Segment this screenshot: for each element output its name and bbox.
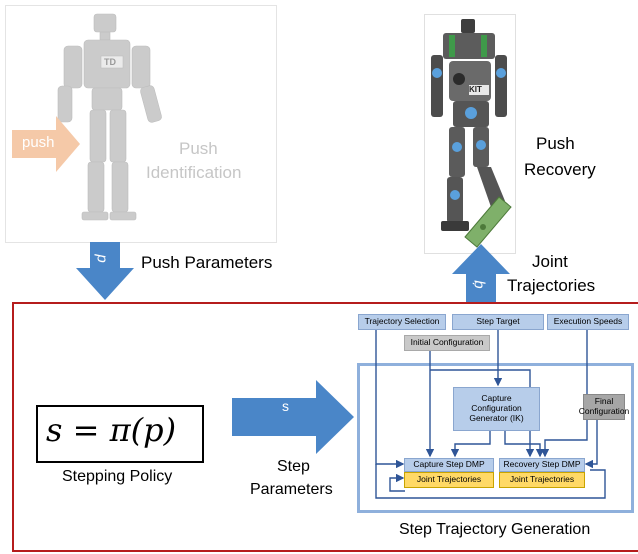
step-trajectory-generation-title: Step Trajectory Generation [399, 521, 591, 538]
step-parameters-label-line2: Parameters [250, 481, 333, 498]
push-identification-panel: TD push Push Identification [5, 5, 277, 243]
step-parameters-label-line1: Step [277, 458, 310, 475]
push-label: push [22, 134, 55, 151]
joint-trajectories-arrow [452, 244, 510, 304]
capture-generator-line1: Capture [481, 393, 512, 404]
push-identification-title-line2: Identification [146, 163, 242, 182]
push-recovery-title-line1: Push [536, 134, 575, 153]
push-parameters-label: Push Parameters [141, 253, 273, 272]
capture-generator-line2: Configuration [471, 403, 522, 414]
initial-configuration-box: Initial Configuration [404, 335, 490, 351]
stepping-policy-label: Stepping Policy [62, 468, 173, 485]
final-configuration-box: Final Configuration [579, 394, 629, 420]
robot-figure-faded [57, 13, 162, 221]
push-recovery-title-line2: Recovery [524, 160, 596, 179]
capture-generator-box: Capture Configuration Generator (IK) [453, 387, 540, 431]
push-identification-title-line1: Push [179, 139, 218, 158]
push-parameters-arrow [76, 242, 134, 300]
push-recovery-image: KIT [424, 14, 516, 254]
capture-generator-line3: Generator (IK) [469, 412, 524, 423]
policy-formula-box [36, 405, 204, 463]
joint-trajectories-label-line1: Joint [532, 252, 568, 271]
recovery-step-dmp-box: Recovery Step DMP [499, 458, 585, 472]
final-configuration-line2: Configuration [578, 406, 630, 416]
execution-speeds-box: Execution Speeds [547, 314, 629, 330]
stepping-frame [12, 302, 638, 552]
joint-trajectories-box-1: Joint Trajectories [404, 472, 494, 488]
policy-formula: s = π(p) [46, 411, 177, 449]
step-parameters-symbol: s [282, 398, 289, 414]
capture-step-dmp-box: Capture Step DMP [404, 458, 494, 472]
final-configuration-line1: Final [594, 396, 614, 407]
joint-trajectories-box-2: Joint Trajectories [499, 472, 585, 488]
trajectory-selection-box: Trajectory Selection [358, 314, 446, 330]
joint-trajectories-label-line2: Trajectories [507, 276, 596, 295]
robot-badge-kit: KIT [469, 85, 482, 94]
step-parameters-arrow [232, 380, 354, 454]
step-target-box: Step Target [452, 314, 544, 330]
push-arrow [12, 116, 80, 172]
generation-panel [357, 363, 634, 513]
robot-figure-recovery [431, 19, 512, 248]
robot-badge-td: TD [104, 57, 116, 67]
